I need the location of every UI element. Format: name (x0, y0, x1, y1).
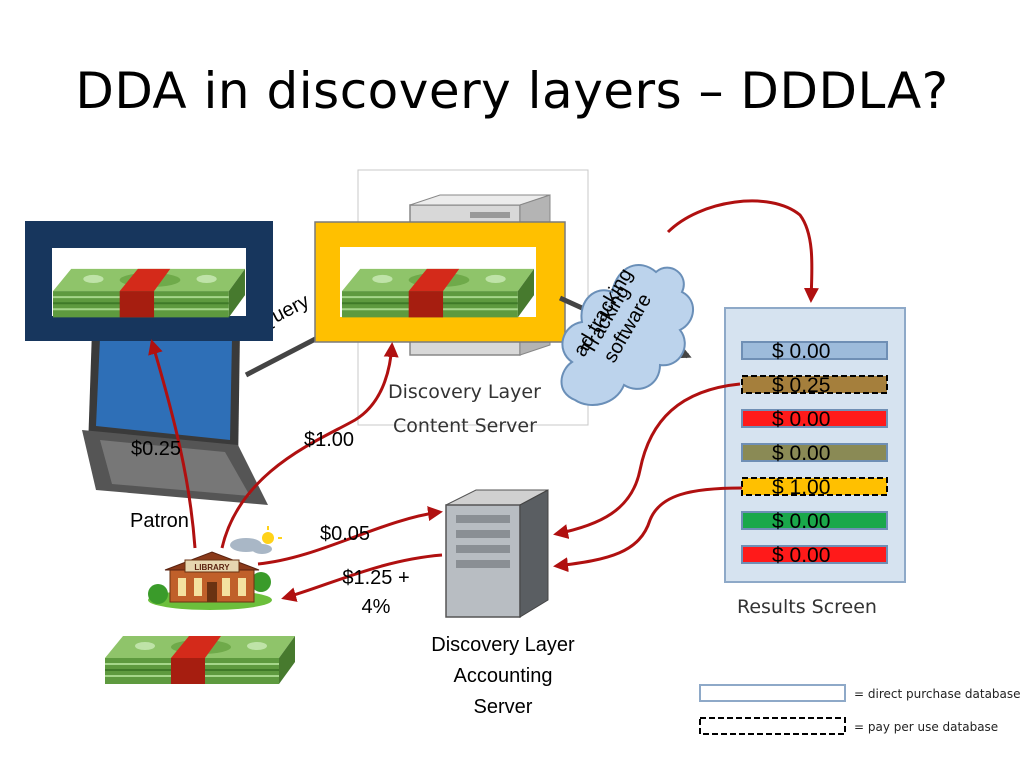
results-screen-label: Results Screen (737, 596, 877, 618)
flow-content-amount: $1.00 (304, 429, 354, 451)
accounting-label-3: Server (474, 696, 533, 718)
result-price-2: $ 0.00 (772, 408, 830, 431)
flow-accounting-amount: $0.05 (320, 523, 370, 545)
patron-cash-frame (25, 221, 273, 341)
library-sign: LIBRARY (194, 563, 230, 572)
library-icon: LIBRARY (148, 526, 282, 610)
library-cash-icon (104, 634, 296, 684)
slide-title: DDA in discovery layers – DDDLA? (75, 62, 949, 120)
patron-label: Patron (130, 510, 189, 532)
result-price-5: $ 0.00 (772, 510, 830, 533)
result-price-3: $ 0.00 (772, 442, 830, 465)
accounting-label-1: Discovery Layer (431, 634, 575, 656)
legend-solid-swatch (699, 684, 846, 702)
flow-library-amount-1: $1.25 + (342, 567, 409, 589)
result-price-0: $ 0.00 (772, 340, 830, 363)
result-bar-0 (741, 341, 888, 360)
result-bar-6 (741, 545, 888, 564)
laptop-icon (82, 330, 268, 505)
result-bar-5 (741, 511, 888, 530)
flow-patron-amount: $0.25 (131, 438, 181, 460)
content-server-label-2: Content Server (393, 415, 537, 437)
ad-tracking-cloud (560, 263, 694, 406)
result-bar-3 (741, 443, 888, 462)
legend-solid-label: = direct purchase database (854, 687, 1021, 701)
result-price-6: $ 0.00 (772, 544, 830, 567)
content-server-label-1: Discovery Layer (388, 381, 541, 403)
result-bar-2 (741, 409, 888, 428)
accounting-server-icon (445, 489, 549, 618)
flow-library-amount-2: 4% (362, 596, 391, 618)
legend-dashed-swatch (699, 717, 846, 735)
content-cash-frame (314, 221, 566, 343)
result-price-4: $ 1.00 (772, 476, 830, 499)
legend-dashed-label: = pay per use database (854, 720, 998, 734)
accounting-label-2: Accounting (454, 665, 553, 687)
result-price-1: $ 0.25 (772, 374, 830, 397)
result-bar-1 (741, 375, 888, 394)
legend: = direct purchase database = pay per use… (699, 684, 1021, 735)
